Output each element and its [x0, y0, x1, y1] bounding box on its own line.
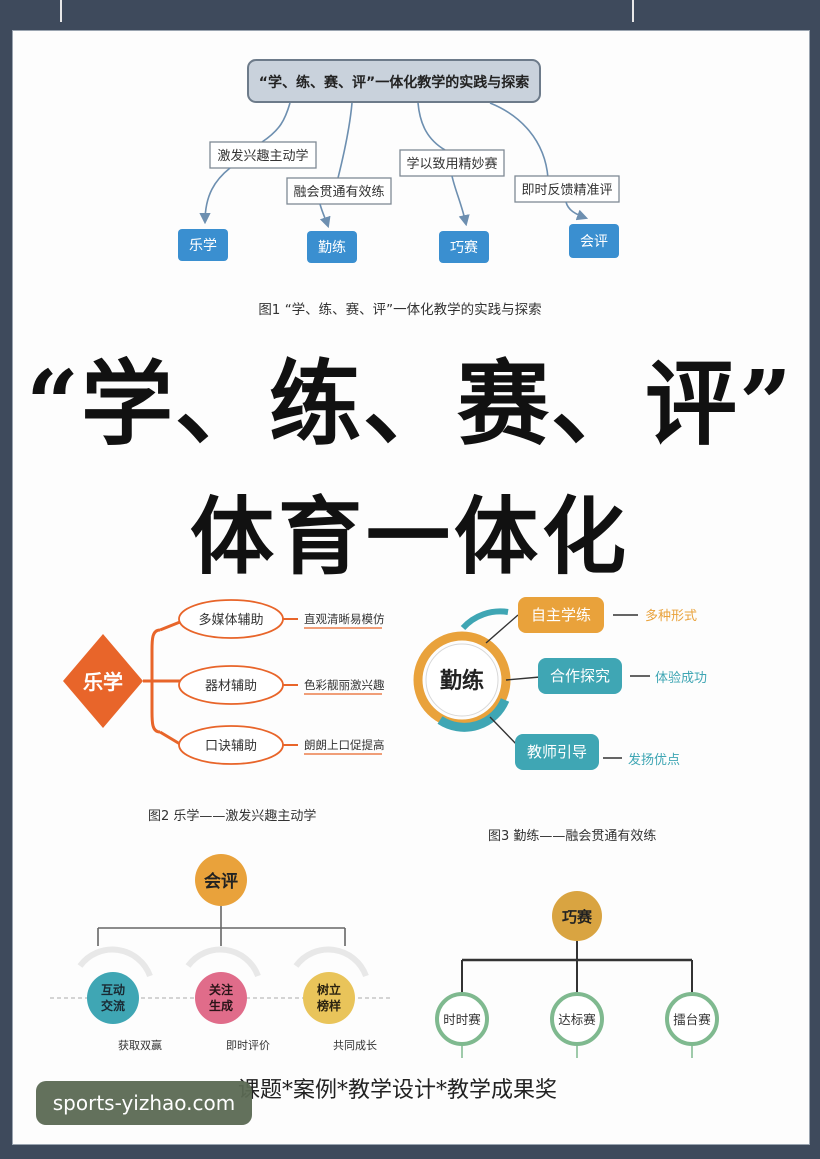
fig5-center-text: 巧赛 [562, 908, 593, 926]
fig2-item-text-3: 口诀辅助 [205, 739, 257, 754]
fig1-connector [417, 102, 446, 151]
fig4-item-line-1a: 互动 [101, 983, 125, 997]
fig4-item-line-3a: 树立 [317, 982, 341, 997]
fig1-label-3: 学以致用精妙赛 [406, 156, 497, 172]
fig3-note-3: 发扬优点 [628, 752, 680, 768]
figure-5: 巧赛 时时赛 达标赛 擂台赛 [435, 891, 719, 1058]
fig4-note-2: 即时评价 [226, 1039, 270, 1052]
fig5-center-circle [552, 891, 602, 941]
fig1-connector [261, 102, 291, 143]
headline-line-2: 体育一体化 [189, 487, 630, 586]
figure-3: 勤练 自主学练 合作探究 教师引导 多种形式 体验成功 发扬优点 图3 勤练——… [413, 597, 707, 844]
fig1-leaf-4 [569, 224, 619, 258]
fig3-item-1 [518, 597, 604, 633]
fig3-connector [485, 614, 519, 644]
fig4-item-line-2b: 生成 [209, 998, 233, 1013]
fig1-arrow [565, 201, 589, 221]
fig1-leaf-text-1: 乐学 [189, 238, 217, 254]
fig4-item-3 [303, 972, 355, 1024]
fig2-item-text-1: 多媒体辅助 [198, 612, 263, 628]
fig3-item-text-3: 教师引导 [527, 743, 587, 761]
fig3-connector [505, 676, 541, 681]
fig2-item-text-2: 器材辅助 [205, 679, 257, 694]
fig1-arrow [451, 175, 470, 227]
fig4-note-3: 共同成长 [333, 1039, 377, 1052]
fig3-item-3 [515, 734, 599, 770]
fig1-leaf-3 [439, 231, 489, 263]
fig1-connector [337, 102, 353, 179]
fig5-item-text-3: 擂台赛 [673, 1012, 711, 1027]
fig1-leaf-2 [307, 231, 357, 263]
fig4-arc [185, 946, 261, 978]
fig4-center-text: 会评 [204, 871, 238, 892]
top-divider-right [632, 0, 634, 22]
fig3-item-text-1: 自主学练 [531, 606, 591, 624]
fig4-arc [293, 946, 369, 978]
fig4-note-1: 获取双赢 [118, 1038, 162, 1052]
fig1-root-text: “学、练、赛、评”一体化教学的实践与探索 [259, 74, 529, 91]
fig1-label-box-1 [209, 141, 317, 169]
fig1-label-box-4 [514, 175, 620, 203]
fig4-arc [77, 946, 153, 978]
top-divider-left [60, 0, 62, 22]
fig3-item-text-2: 合作探究 [550, 667, 610, 685]
figure-1: “学、练、赛、评”一体化教学的实践与探索 激发兴趣主动学 融会贯通有效练 学以致… [178, 59, 620, 318]
footer-keywords: 课题*案例*教学设计*教学成果奖 [238, 1078, 558, 1103]
fig1-leaf-1 [178, 229, 228, 261]
fig3-note-1: 多种形式 [645, 608, 697, 624]
fig4-item-2 [195, 972, 247, 1024]
fig4-item-line-3b: 榜样 [317, 998, 341, 1013]
fig1-caption: 图1 “学、练、赛、评”一体化教学的实践与探索 [258, 302, 541, 318]
fig1-label-2: 融会贯通有效练 [293, 185, 384, 200]
fig1-connector [489, 102, 549, 179]
fig1-arrow [319, 203, 331, 229]
fig2-note-2: 色彩靓丽激兴趣 [304, 678, 385, 692]
fig1-leaf-text-2: 勤练 [318, 240, 346, 256]
fig2-bracket [143, 620, 182, 746]
fig1-root-box [247, 59, 541, 103]
watermark-badge: sports-yizhao.com [36, 1081, 252, 1125]
fig1-label-box-2 [286, 177, 392, 205]
fig3-arc [460, 608, 509, 631]
fig2-caption: 图2 乐学——激发兴趣主动学 [148, 808, 316, 824]
fig1-label-1: 激发兴趣主动学 [217, 148, 308, 164]
top-bar [0, 0, 820, 22]
fig3-item-2 [538, 658, 622, 694]
fig3-center-circle [425, 643, 499, 717]
fig1-label-4: 即时反馈精准评 [521, 183, 612, 198]
fig4-item-line-2a: 关注 [209, 982, 233, 997]
fig4-center-circle [195, 854, 247, 906]
fig1-label-box-3 [399, 149, 505, 177]
fig3-center-text: 勤练 [440, 668, 484, 694]
figure-4: 会评 互动 交流 关注 生成 树立 榜样 获取双赢 即时评价 共同成长 [50, 854, 392, 1052]
fig3-note-2: 体验成功 [655, 670, 707, 686]
fig4-item-line-1b: 交流 [101, 998, 125, 1013]
headline-line-1: “学、练、赛、评” [26, 350, 794, 458]
fig4-item-1 [87, 972, 139, 1024]
figure-2: 乐学 多媒体辅助 器材辅助 口诀辅助 直观清晰易模仿 色彩靓丽激兴趣 朗朗上口促… [63, 599, 385, 824]
fig2-note-1: 直观清晰易模仿 [304, 612, 385, 626]
fig2-note-3: 朗朗上口促提高 [304, 738, 385, 752]
fig1-leaf-text-3: 巧赛 [450, 240, 478, 256]
fig1-arrow [199, 167, 231, 225]
fig3-caption: 图3 勤练——融会贯通有效练 [488, 829, 656, 844]
fig2-center-diamond [63, 634, 143, 728]
fig2-center-text: 乐学 [83, 670, 123, 694]
fig5-item-text-1: 时时赛 [443, 1012, 481, 1027]
fig5-item-text-2: 达标赛 [558, 1012, 596, 1027]
fig1-leaf-text-4: 会评 [580, 234, 608, 250]
fig3-ring-accent [437, 698, 510, 732]
